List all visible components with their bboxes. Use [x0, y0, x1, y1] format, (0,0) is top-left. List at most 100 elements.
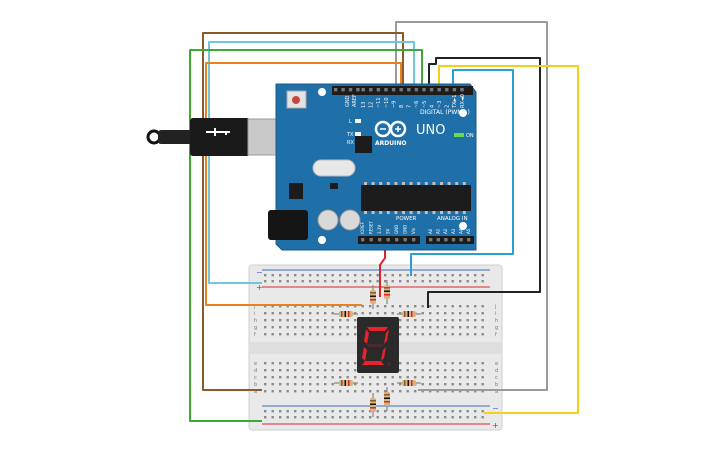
terminal-hole[interactable]	[301, 305, 304, 308]
rail-hole[interactable]	[361, 416, 364, 419]
terminal-hole[interactable]	[286, 362, 289, 365]
terminal-hole[interactable]	[474, 319, 477, 322]
terminal-hole[interactable]	[316, 362, 319, 365]
terminal-hole[interactable]	[361, 312, 364, 315]
header-socket[interactable]	[378, 238, 382, 242]
rail-hole[interactable]	[481, 274, 484, 277]
rail-hole[interactable]	[399, 274, 402, 277]
terminal-hole[interactable]	[264, 390, 267, 393]
terminal-hole[interactable]	[286, 390, 289, 393]
rail-hole[interactable]	[391, 280, 394, 283]
terminal-hole[interactable]	[279, 390, 282, 393]
terminal-hole[interactable]	[271, 319, 274, 322]
rail-hole[interactable]	[324, 416, 327, 419]
rail-hole[interactable]	[384, 416, 387, 419]
terminal-hole[interactable]	[331, 319, 334, 322]
terminal-hole[interactable]	[391, 376, 394, 379]
rail-hole[interactable]	[316, 274, 319, 277]
terminal-hole[interactable]	[301, 376, 304, 379]
terminal-hole[interactable]	[481, 305, 484, 308]
rail-hole[interactable]	[309, 274, 312, 277]
rail-hole[interactable]	[376, 274, 379, 277]
terminal-hole[interactable]	[286, 376, 289, 379]
terminal-hole[interactable]	[466, 369, 469, 372]
terminal-hole[interactable]	[384, 383, 387, 386]
terminal-hole[interactable]	[301, 312, 304, 315]
terminal-hole[interactable]	[301, 369, 304, 372]
terminal-hole[interactable]	[466, 305, 469, 308]
terminal-hole[interactable]	[316, 319, 319, 322]
terminal-hole[interactable]	[481, 312, 484, 315]
rail-hole[interactable]	[294, 410, 297, 413]
terminal-hole[interactable]	[309, 333, 312, 336]
rail-hole[interactable]	[301, 280, 304, 283]
terminal-hole[interactable]	[294, 333, 297, 336]
terminal-hole[interactable]	[286, 312, 289, 315]
terminal-hole[interactable]	[309, 369, 312, 372]
terminal-hole[interactable]	[354, 312, 357, 315]
terminal-hole[interactable]	[466, 326, 469, 329]
terminal-hole[interactable]	[271, 369, 274, 372]
terminal-hole[interactable]	[354, 390, 357, 393]
terminal-hole[interactable]	[421, 319, 424, 322]
terminal-hole[interactable]	[279, 383, 282, 386]
terminal-hole[interactable]	[286, 305, 289, 308]
terminal-hole[interactable]	[331, 383, 334, 386]
terminal-hole[interactable]	[354, 319, 357, 322]
terminal-hole[interactable]	[279, 376, 282, 379]
resistor[interactable]	[370, 285, 376, 309]
terminal-hole[interactable]	[279, 326, 282, 329]
header-socket[interactable]	[451, 238, 456, 242]
rail-hole[interactable]	[421, 416, 424, 419]
rail-hole[interactable]	[331, 274, 334, 277]
header-socket[interactable]	[452, 88, 457, 92]
terminal-hole[interactable]	[406, 326, 409, 329]
header-socket[interactable]	[386, 238, 390, 242]
rail-hole[interactable]	[376, 280, 379, 283]
terminal-hole[interactable]	[414, 369, 417, 372]
rail-hole[interactable]	[309, 280, 312, 283]
terminal-hole[interactable]	[346, 319, 349, 322]
header-socket[interactable]	[407, 88, 411, 92]
terminal-hole[interactable]	[459, 383, 462, 386]
rail-hole[interactable]	[459, 280, 462, 283]
terminal-hole[interactable]	[369, 376, 372, 379]
terminal-hole[interactable]	[271, 312, 274, 315]
terminal-hole[interactable]	[466, 390, 469, 393]
terminal-hole[interactable]	[444, 326, 447, 329]
terminal-hole[interactable]	[294, 383, 297, 386]
terminal-hole[interactable]	[279, 305, 282, 308]
rail-hole[interactable]	[421, 410, 424, 413]
rail-hole[interactable]	[369, 410, 372, 413]
rail-hole[interactable]	[316, 416, 319, 419]
terminal-hole[interactable]	[354, 376, 357, 379]
rail-hole[interactable]	[406, 416, 409, 419]
terminal-hole[interactable]	[474, 333, 477, 336]
rail-hole[interactable]	[481, 280, 484, 283]
terminal-hole[interactable]	[399, 376, 402, 379]
rail-hole[interactable]	[279, 416, 282, 419]
rail-hole[interactable]	[376, 416, 379, 419]
terminal-hole[interactable]	[339, 305, 342, 308]
rail-hole[interactable]	[361, 274, 364, 277]
terminal-hole[interactable]	[444, 319, 447, 322]
rail-hole[interactable]	[294, 416, 297, 419]
terminal-hole[interactable]	[421, 362, 424, 365]
header-socket[interactable]	[369, 238, 373, 242]
rail-hole[interactable]	[414, 410, 417, 413]
terminal-hole[interactable]	[421, 326, 424, 329]
terminal-hole[interactable]	[331, 376, 334, 379]
resistor[interactable]	[384, 280, 390, 304]
rail-hole[interactable]	[451, 274, 454, 277]
rail-hole[interactable]	[391, 410, 394, 413]
header-socket[interactable]	[361, 88, 365, 92]
terminal-hole[interactable]	[429, 362, 432, 365]
rail-hole[interactable]	[466, 416, 469, 419]
terminal-hole[interactable]	[346, 390, 349, 393]
rail-hole[interactable]	[279, 410, 282, 413]
terminal-hole[interactable]	[459, 326, 462, 329]
terminal-hole[interactable]	[444, 312, 447, 315]
terminal-hole[interactable]	[451, 319, 454, 322]
wire-yellow[interactable]	[438, 65, 579, 414]
rail-hole[interactable]	[286, 280, 289, 283]
